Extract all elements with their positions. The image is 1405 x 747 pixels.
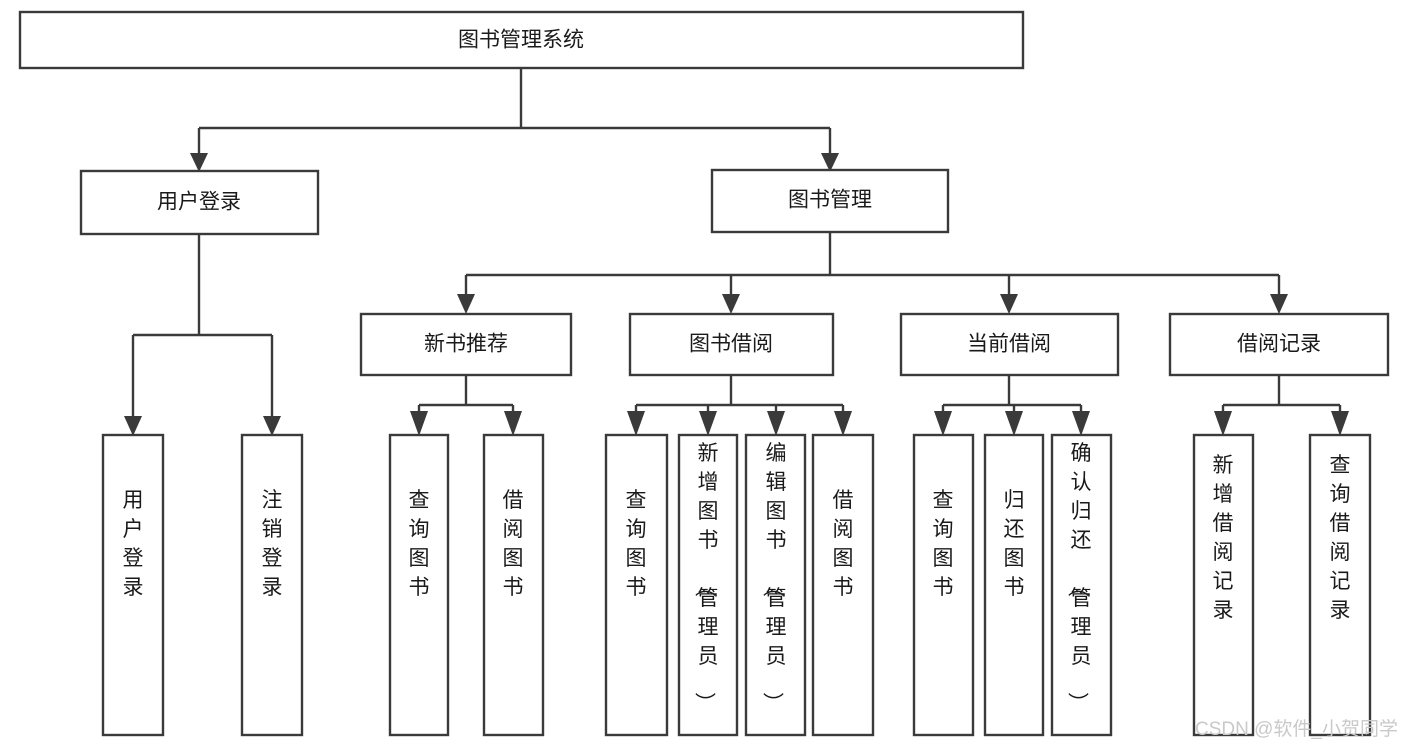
leaf-box[interactable] bbox=[1192, 433, 1255, 737]
leaf-box[interactable] bbox=[744, 433, 807, 737]
leaf-label: 查询图书 bbox=[409, 489, 430, 599]
leaf-box[interactable] bbox=[482, 433, 545, 737]
leaf-label: 查询图书 bbox=[626, 489, 647, 599]
leaf-user-login-1[interactable]: 用户登录 bbox=[101, 433, 165, 737]
current-borrow-label: 当前借阅 bbox=[967, 333, 1051, 356]
root-label: 图书管理系统 bbox=[458, 29, 584, 52]
arrow-bookmgmt-child-2 bbox=[722, 294, 740, 314]
leaf-user-login-2[interactable]: 注销登录 bbox=[240, 433, 304, 737]
leaf-box[interactable] bbox=[1050, 433, 1113, 737]
book-borrow-label: 图书借阅 bbox=[689, 333, 773, 356]
node-current-borrow[interactable]: 当前借阅 bbox=[899, 312, 1120, 377]
node-user-login[interactable]: 用户登录 bbox=[79, 169, 320, 236]
arrow-borrow-leaf-4 bbox=[834, 411, 852, 436]
leaf-box[interactable] bbox=[811, 433, 875, 737]
user-login-box[interactable] bbox=[79, 169, 320, 236]
leaf-current-borrow-2[interactable]: 归还图书 bbox=[983, 433, 1045, 737]
leaf-box[interactable] bbox=[983, 433, 1045, 737]
new-book-recommend-label: 新书推荐 bbox=[424, 333, 508, 356]
arrow-record-leaf-2 bbox=[1331, 411, 1349, 436]
arrow-record-leaf-1 bbox=[1214, 411, 1232, 436]
arrow-borrow-leaf-1 bbox=[627, 411, 645, 436]
book-borrow-box[interactable] bbox=[628, 312, 835, 377]
leaf-box[interactable] bbox=[604, 433, 669, 737]
leaf-label: 新增借阅记录 bbox=[1213, 454, 1234, 622]
leaf-label: 借阅图书 bbox=[833, 489, 854, 599]
leaf-box[interactable] bbox=[240, 433, 304, 737]
leaf-box[interactable] bbox=[1308, 433, 1372, 737]
leaf-book-borrow-2[interactable]: 新增图书（管理员） bbox=[677, 433, 739, 737]
leaf-label: 编辑图书（管理员） bbox=[761, 442, 787, 713]
node-root[interactable]: 图书管理系统 bbox=[18, 10, 1025, 70]
leaf-label: 用户登录 bbox=[123, 489, 144, 599]
leaf-box[interactable] bbox=[101, 433, 165, 737]
leaf-label: 注销登录 bbox=[262, 489, 283, 599]
node-new-book-recommend[interactable]: 新书推荐 bbox=[359, 312, 573, 377]
leaf-book-borrow-4[interactable]: 借阅图书 bbox=[811, 433, 875, 737]
book-management-box[interactable] bbox=[710, 168, 950, 234]
node-book-borrow[interactable]: 图书借阅 bbox=[628, 312, 835, 377]
leaf-label: 新增图书（管理员） bbox=[693, 442, 719, 713]
node-book-management[interactable]: 图书管理 bbox=[710, 168, 950, 234]
arrow-newbook-leaf-1 bbox=[410, 411, 428, 436]
leaf-box[interactable] bbox=[912, 433, 975, 737]
new-book-recommend-box[interactable] bbox=[359, 312, 573, 377]
leaf-new-book-2[interactable]: 借阅图书 bbox=[482, 433, 545, 737]
arrow-bookmgmt-child-1 bbox=[457, 294, 475, 314]
leaf-label: 借阅图书 bbox=[503, 489, 524, 599]
leaf-label: 查询图书 bbox=[933, 489, 954, 599]
leaf-label: 归还图书 bbox=[1004, 489, 1025, 599]
leaf-borrow-record-2[interactable]: 查询借阅记录 bbox=[1308, 433, 1372, 737]
leaf-borrow-record-1[interactable]: 新增借阅记录 bbox=[1192, 433, 1255, 737]
arrow-bookmgmt-child-3 bbox=[1000, 294, 1018, 314]
leaf-box[interactable] bbox=[677, 433, 739, 737]
book-management-label: 图书管理 bbox=[788, 189, 872, 212]
leaf-label: 确认归还（管理员） bbox=[1066, 442, 1092, 713]
arrow-current-leaf-1 bbox=[934, 411, 952, 436]
root-box[interactable] bbox=[18, 10, 1025, 70]
arrow-current-leaf-3 bbox=[1072, 411, 1090, 436]
leaf-box[interactable] bbox=[388, 433, 450, 737]
arrow-borrow-leaf-3 bbox=[767, 411, 785, 436]
current-borrow-box[interactable] bbox=[899, 312, 1120, 377]
leaf-current-borrow-3[interactable]: 确认归还（管理员） bbox=[1050, 433, 1113, 737]
arrow-root-to-user-login bbox=[190, 153, 208, 172]
connector-layer bbox=[124, 68, 1349, 436]
arrow-newbook-leaf-2 bbox=[504, 411, 522, 436]
leaf-current-borrow-1[interactable]: 查询图书 bbox=[912, 433, 975, 737]
borrow-record-label: 借阅记录 bbox=[1237, 333, 1321, 356]
borrow-record-box[interactable] bbox=[1168, 312, 1390, 377]
leaf-book-borrow-1[interactable]: 查询图书 bbox=[604, 433, 669, 737]
csdn-watermark: CSDN @软件_小贺同学 bbox=[1195, 718, 1398, 740]
leaf-new-book-1[interactable]: 查询图书 bbox=[388, 433, 450, 737]
arrow-root-to-book-mgmt bbox=[821, 153, 839, 172]
arrow-borrow-leaf-2 bbox=[699, 411, 717, 436]
arrow-bookmgmt-child-4 bbox=[1270, 294, 1288, 314]
arrow-userlogin-leaf-2 bbox=[263, 416, 281, 436]
user-login-label: 用户登录 bbox=[157, 191, 241, 214]
arrow-userlogin-leaf-1 bbox=[124, 416, 142, 436]
node-borrow-record[interactable]: 借阅记录 bbox=[1168, 312, 1390, 377]
leaf-book-borrow-3[interactable]: 编辑图书（管理员） bbox=[744, 433, 807, 737]
arrow-current-leaf-2 bbox=[1005, 411, 1023, 436]
leaf-label: 查询借阅记录 bbox=[1330, 454, 1351, 622]
